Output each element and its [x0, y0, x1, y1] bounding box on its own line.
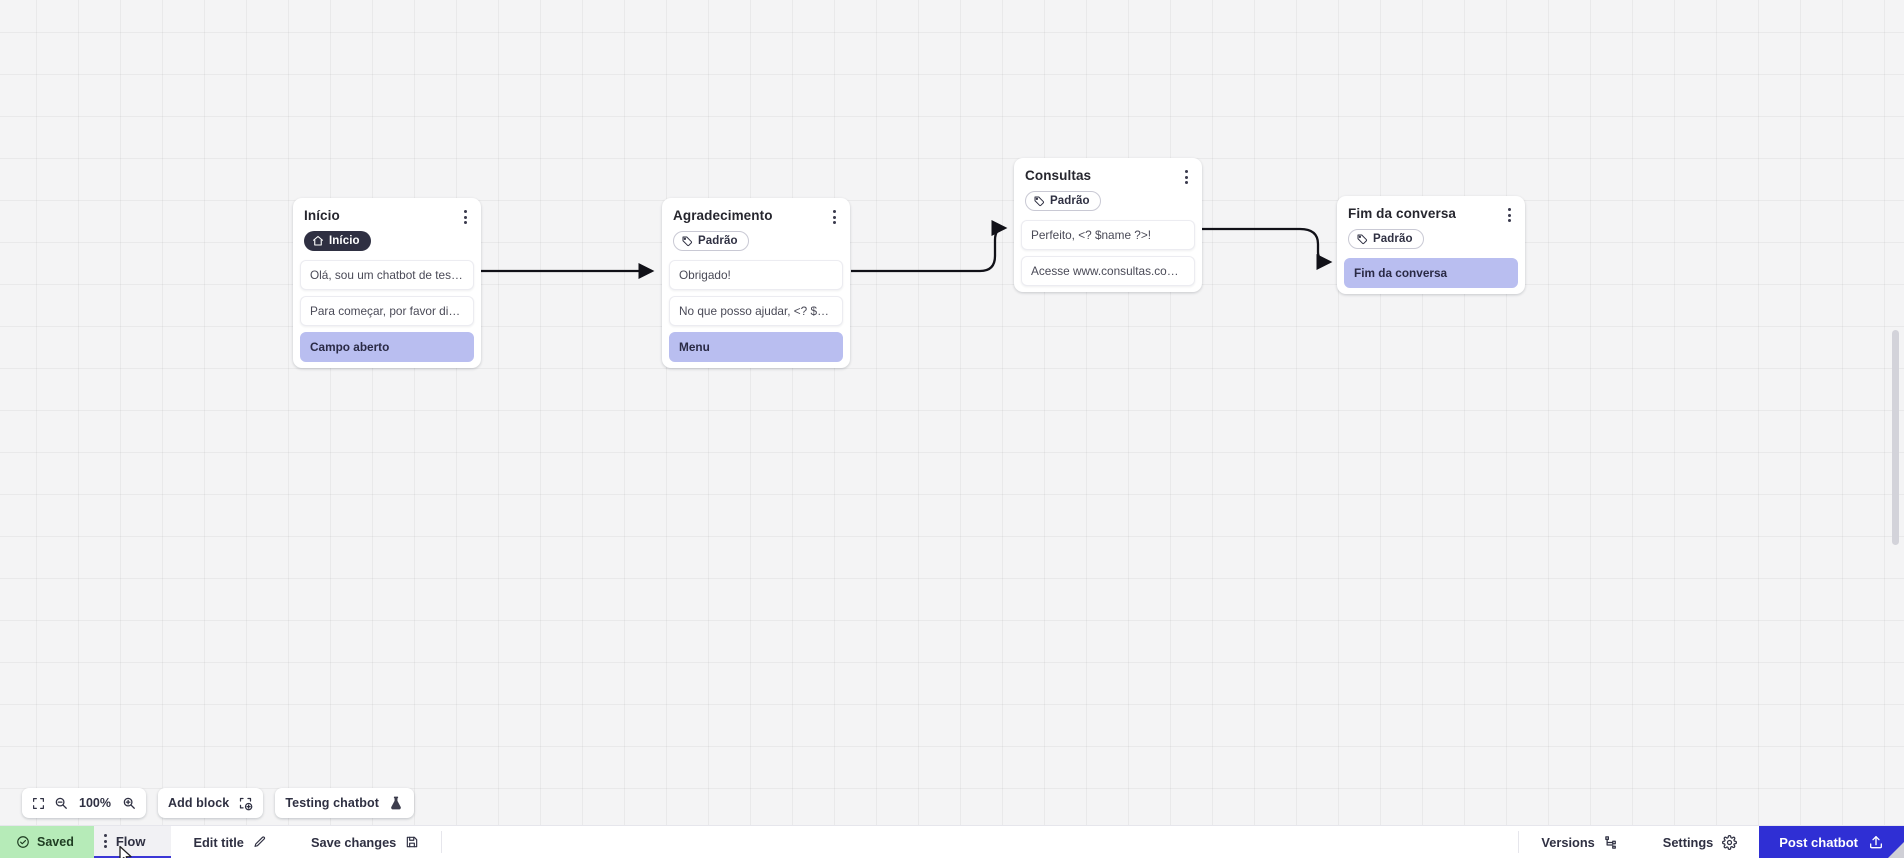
message-row[interactable]: Obrigado!: [669, 260, 843, 290]
badge-default[interactable]: Padrão: [673, 231, 749, 251]
tab-flow-label: Flow: [115, 833, 146, 849]
flow-canvas[interactable]: Início Início Olá, sou um chatbot de tes…: [0, 0, 1904, 825]
node-header: Agradecimento: [662, 207, 850, 224]
tag-icon: [682, 236, 693, 247]
add-block-icon: [238, 796, 253, 811]
bottom-bar-right: Versions Settings Post chatbot: [1518, 826, 1904, 858]
add-block-button[interactable]: Add block: [158, 788, 264, 818]
edit-title-button[interactable]: Edit title: [171, 826, 288, 858]
node-rows: Obrigado! No que posso ajudar, <? $name …: [662, 260, 850, 362]
tab-flow[interactable]: Flow: [93, 826, 172, 858]
vertical-scrollbar[interactable]: [1891, 0, 1900, 825]
node-badges: Início: [293, 224, 481, 260]
save-changes-button[interactable]: Save changes: [289, 826, 441, 858]
settings-label: Settings: [1662, 834, 1714, 850]
message-row[interactable]: Acesse www.consultas.com par...: [1021, 256, 1195, 286]
zoom-in-icon[interactable]: [122, 796, 136, 810]
action-row[interactable]: Fim da conversa: [1344, 258, 1518, 288]
post-chatbot-label: Post chatbot: [1779, 834, 1858, 850]
node-menu-button[interactable]: [1502, 205, 1514, 222]
bottom-bar: Saved Flow Edit title Save changes: [0, 825, 1904, 858]
zoom-level: 100%: [79, 796, 111, 810]
flow-node-fim[interactable]: Fim da conversa Padrão Fim da conversa: [1337, 196, 1525, 294]
badge-start[interactable]: Início: [304, 231, 371, 251]
node-title: Consultas: [1025, 168, 1092, 183]
mouse-cursor: [119, 845, 132, 858]
divider: [441, 831, 443, 853]
node-header: Consultas: [1014, 167, 1202, 184]
badge-start-label: Início: [329, 235, 360, 247]
zoom-controls: 100%: [22, 788, 146, 818]
testing-chatbot-button[interactable]: Testing chatbot: [275, 788, 414, 818]
node-badges: Padrão: [662, 224, 850, 260]
post-chatbot-button[interactable]: Post chatbot: [1759, 826, 1904, 858]
versions-button[interactable]: Versions: [1519, 826, 1640, 858]
zoom-out-icon[interactable]: [54, 796, 68, 810]
branch-icon: [1605, 835, 1616, 849]
node-title: Início: [304, 208, 340, 223]
node-rows: Perfeito, <? $name ?>! Acesse www.consul…: [1014, 220, 1202, 286]
edge-consultas-fim: [1200, 227, 1333, 271]
badge-default-label: Padrão: [1373, 233, 1413, 245]
canvas-toolbar: 100% Add block Testing chatbot: [22, 788, 414, 818]
flow-connectors: [481, 219, 1333, 280]
edit-title-label: Edit title: [193, 834, 244, 850]
bottom-bar-left: Saved Flow Edit title Save changes: [0, 826, 443, 858]
node-menu-button[interactable]: [827, 207, 839, 224]
tag-icon: [1034, 196, 1045, 207]
flow-node-agradecimento[interactable]: Agradecimento Padrão Obrigado! No que po…: [662, 198, 850, 368]
node-rows: Fim da conversa: [1337, 258, 1525, 288]
check-circle-icon: [17, 836, 29, 848]
badge-default[interactable]: Padrão: [1348, 229, 1424, 249]
node-title: Agradecimento: [673, 208, 773, 223]
node-badges: Padrão: [1014, 184, 1202, 220]
settings-button[interactable]: Settings: [1641, 826, 1759, 858]
action-row[interactable]: Menu: [669, 332, 843, 362]
node-rows: Olá, sou um chatbot de teste! Para começ…: [293, 260, 481, 362]
resize-corner: [1888, 842, 1904, 858]
tag-icon: [1357, 234, 1368, 245]
message-row[interactable]: Olá, sou um chatbot de teste!: [300, 260, 474, 290]
edge-agradecimento-consultas: [851, 219, 1008, 273]
flow-node-inicio[interactable]: Início Início Olá, sou um chatbot de tes…: [293, 198, 481, 368]
node-menu-button[interactable]: [458, 207, 470, 224]
versions-label: Versions: [1541, 834, 1595, 850]
add-block-label: Add block: [168, 796, 230, 810]
message-row[interactable]: No que posso ajudar, <? $name ...: [669, 296, 843, 326]
divider: [1518, 831, 1520, 853]
flask-icon: [388, 795, 404, 811]
gear-icon: [1722, 834, 1738, 850]
saved-label: Saved: [37, 835, 74, 849]
status-badge-saved: Saved: [0, 826, 94, 858]
save-changes-label: Save changes: [310, 834, 397, 850]
home-icon: [312, 235, 324, 246]
fullscreen-icon[interactable]: [32, 797, 45, 810]
flow-node-consultas[interactable]: Consultas Padrão Perfeito, <? $name ?>! …: [1014, 158, 1202, 292]
node-badges: Padrão: [1337, 222, 1525, 258]
badge-default[interactable]: Padrão: [1025, 191, 1101, 211]
node-menu-button[interactable]: [1179, 167, 1191, 184]
node-title: Fim da conversa: [1348, 206, 1457, 221]
message-row[interactable]: Para começar, por favor digite o ...: [300, 296, 474, 326]
node-header: Fim da conversa: [1337, 205, 1525, 222]
message-row[interactable]: Perfeito, <? $name ?>!: [1021, 220, 1195, 250]
badge-default-label: Padrão: [1050, 195, 1090, 207]
testing-chatbot-label: Testing chatbot: [285, 796, 379, 810]
vertical-scrollbar-thumb[interactable]: [1892, 330, 1899, 545]
node-header: Início: [293, 207, 481, 224]
upload-icon: [1870, 836, 1882, 849]
badge-default-label: Padrão: [698, 235, 738, 247]
action-row[interactable]: Campo aberto: [300, 332, 474, 362]
drag-dots-icon[interactable]: [103, 834, 107, 848]
pencil-icon: [254, 836, 266, 847]
save-disk-icon: [407, 836, 418, 848]
